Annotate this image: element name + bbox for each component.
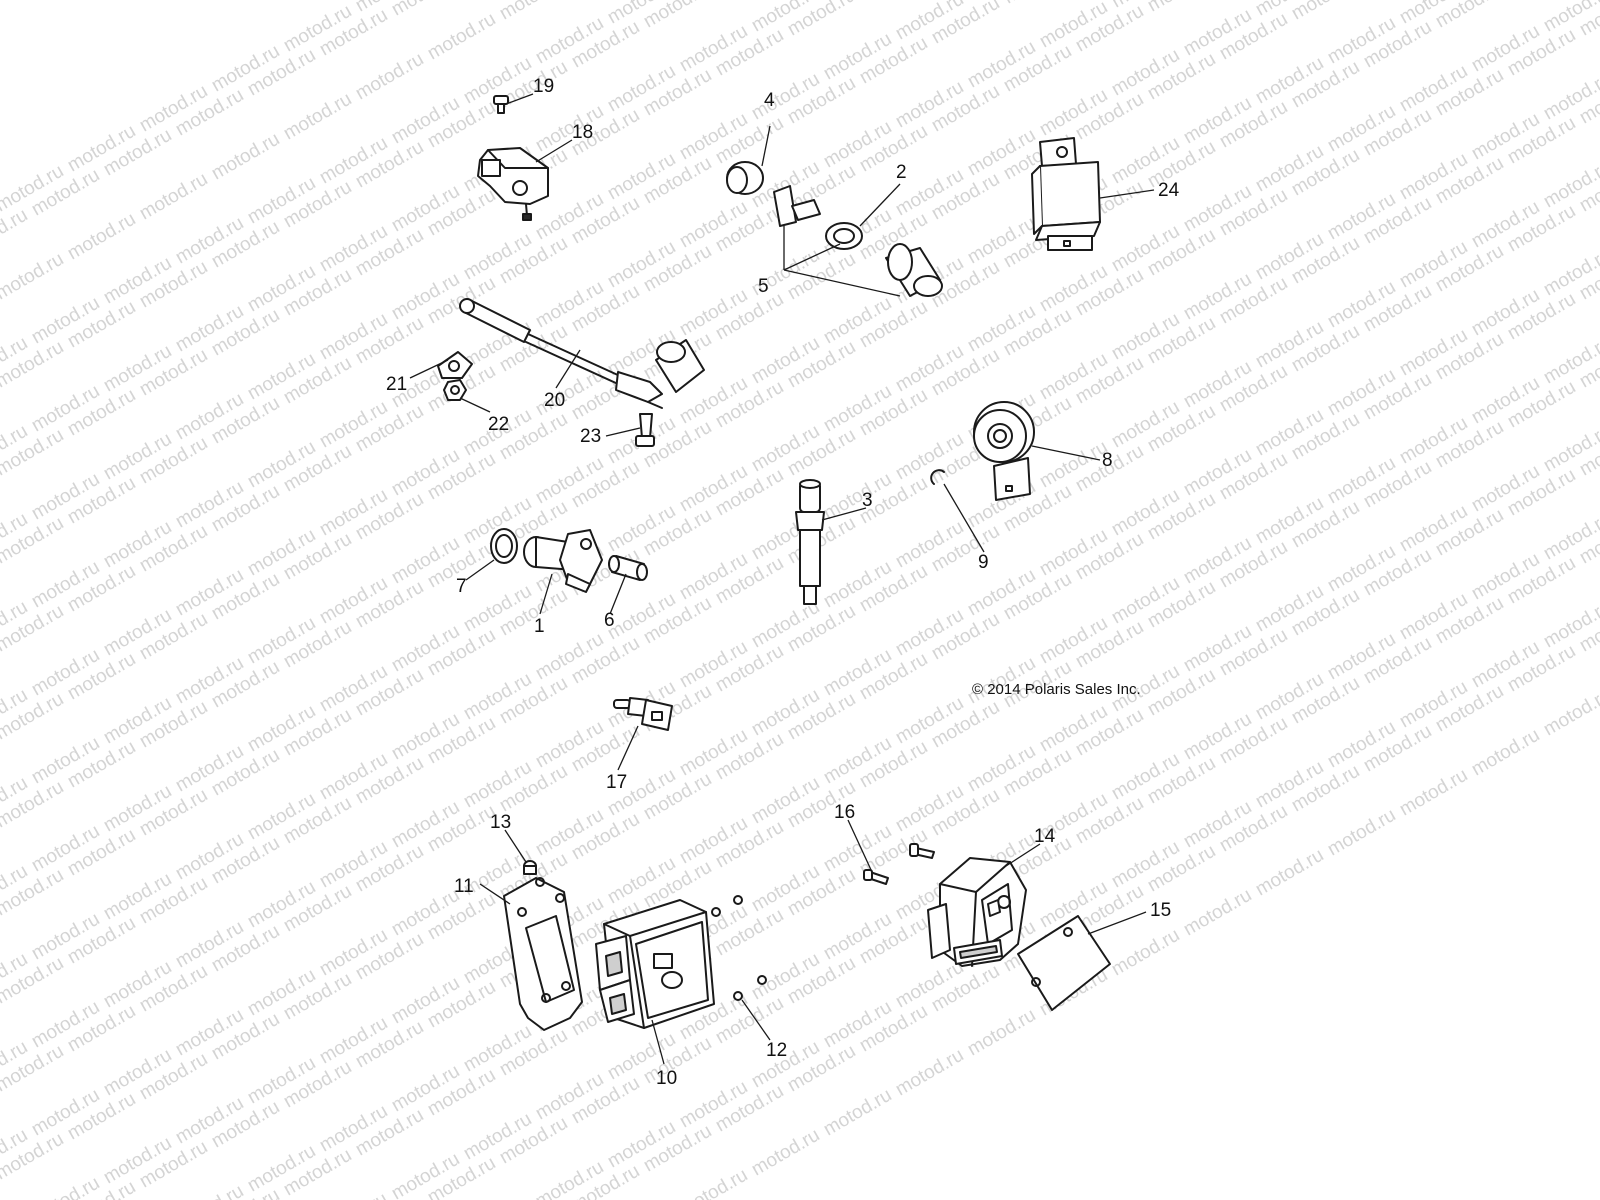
watermark-text: motod.ru: [1000, 0, 1075, 8]
part-1-cam-sensor[interactable]: [523, 529, 603, 593]
callout-11: 11: [454, 876, 474, 897]
callout-20: 20: [544, 390, 565, 411]
callout-9: 9: [978, 552, 989, 573]
watermark-text: motod.ru: [0, 249, 67, 305]
watermark-text: motod.ru: [280, 89, 355, 145]
part-8-knock-sensor[interactable]: [973, 401, 1035, 501]
watermark-text: motod.ru: [1324, 805, 1399, 861]
part-22-nut[interactable]: [443, 379, 467, 401]
watermark-text: motod.ru: [676, 1165, 751, 1200]
watermark-text: motod.ru: [964, 1005, 1039, 1061]
part-3-spark-plug[interactable]: [795, 479, 825, 605]
part-12-screws[interactable]: [711, 895, 767, 1001]
watermark-text: motod.ru: [28, 1173, 103, 1200]
watermark-text: motod.ru: [1288, 0, 1363, 24]
part-2-bezel[interactable]: [825, 222, 863, 250]
callout-6: 6: [604, 610, 615, 631]
part-17-temp-sensor[interactable]: [613, 697, 673, 731]
watermark-text: motod.ru: [748, 1125, 823, 1181]
callout-5: 5: [758, 276, 769, 297]
callout-24: 24: [1158, 180, 1180, 201]
callout-14: 14: [1034, 826, 1056, 847]
callout-13: 13: [490, 812, 511, 833]
watermark-text: motod.ru: [424, 9, 499, 65]
part-19-screw[interactable]: [493, 95, 509, 114]
callout-17: 17: [606, 772, 627, 793]
part-4-grommet[interactable]: [726, 161, 764, 195]
watermark-text: motod.ru: [1252, 845, 1327, 901]
watermark-text: motod.ru: [1396, 765, 1471, 821]
watermark-text: motod.ru: [64, 209, 139, 265]
part-16-screw-2[interactable]: [909, 843, 935, 859]
part-20-speed-sensor[interactable]: [459, 298, 705, 409]
watermark-text: motod.ru: [1108, 925, 1183, 981]
watermark-text: motod.ru: [1144, 0, 1219, 16]
watermark-text: motod.ru: [136, 169, 211, 225]
watermark-text: motod.ru: [1180, 885, 1255, 941]
callout-23: 23: [580, 426, 601, 447]
watermark-text: motod.ru: [496, 0, 571, 24]
callout-18: 18: [572, 122, 593, 143]
part-24-module[interactable]: [1031, 137, 1101, 251]
callout-15: 15: [1150, 900, 1171, 921]
part-13-grommet[interactable]: [523, 860, 537, 875]
callout-22: 22: [488, 414, 509, 435]
watermark-text: motod.ru: [820, 1085, 895, 1141]
part-15-gasket[interactable]: [1017, 915, 1111, 1011]
watermark-text: motod.ru: [1540, 685, 1600, 741]
callout-19: 19: [533, 76, 554, 97]
copyright-notice: © 2014 Polaris Sales Inc.: [972, 681, 1141, 698]
part-23-bolt[interactable]: [635, 413, 655, 447]
part-5-ignition-switch[interactable]: [885, 243, 943, 297]
leader-lines: [409, 93, 1155, 1065]
part-5-key[interactable]: [773, 185, 821, 227]
watermark-text: motod.ru: [388, 0, 463, 20]
part-7-o-ring[interactable]: [490, 528, 518, 564]
watermark-text: motod.ru: [172, 1181, 247, 1200]
watermark-text: motod.ru: [0, 205, 31, 261]
part-11-bracket[interactable]: [503, 877, 583, 1031]
watermark-text: motod.ru: [316, 1189, 391, 1200]
callout-10: 10: [656, 1068, 677, 1089]
callout-16: 16: [834, 802, 855, 823]
callout-12: 12: [766, 1040, 787, 1061]
part-6-sleeve[interactable]: [608, 555, 648, 581]
callout-7: 7: [456, 576, 467, 597]
part-21-clip[interactable]: [437, 351, 473, 379]
watermark-text: motod.ru: [208, 129, 283, 185]
part-16-screw[interactable]: [863, 869, 889, 885]
callout-2: 2: [896, 162, 907, 183]
watermark-text: motod.ru: [892, 1045, 967, 1101]
callout-3: 3: [862, 490, 873, 511]
watermark-text: motod.ru: [1468, 725, 1543, 781]
part-14-housing[interactable]: [927, 857, 1027, 967]
callout-8: 8: [1102, 450, 1113, 471]
watermark-text: motod.ru: [352, 49, 427, 105]
callout-4: 4: [764, 90, 775, 111]
callout-1: 1: [534, 616, 545, 637]
part-10-ecu[interactable]: [595, 899, 715, 1029]
callout-21: 21: [386, 374, 407, 395]
part-9-clip[interactable]: [930, 469, 945, 485]
part-18-map-sensor[interactable]: [477, 147, 549, 221]
